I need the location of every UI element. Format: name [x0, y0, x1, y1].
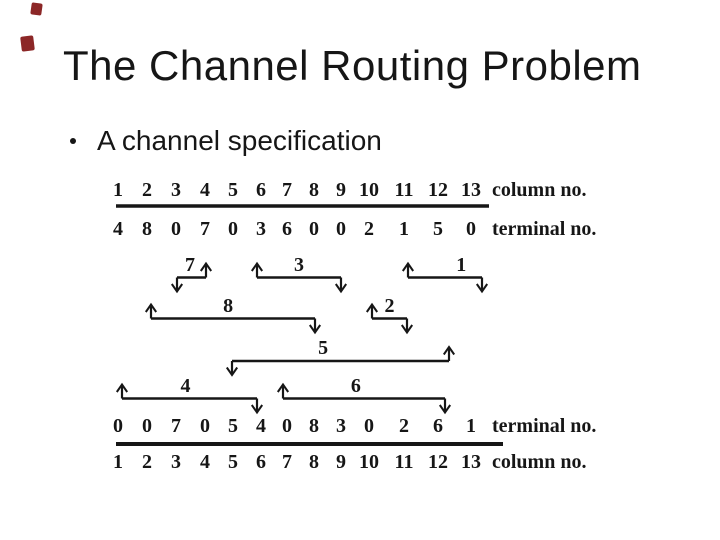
bullet-marker [70, 138, 76, 144]
column-number: 5 [228, 179, 238, 201]
column-number: 2 [142, 451, 152, 473]
column-number: 9 [336, 451, 346, 473]
column-number: 3 [171, 451, 181, 473]
terminal-number: 6 [433, 415, 443, 437]
column-row-label: column no. [492, 451, 587, 473]
terminal-number: 2 [364, 218, 374, 240]
up-arrow-head [442, 345, 456, 356]
net-label: 7 [185, 253, 196, 276]
column-number: 12 [428, 451, 448, 473]
net-label: 4 [180, 374, 191, 397]
net-label: 8 [223, 294, 234, 317]
column-number: 4 [200, 451, 210, 473]
column-number: 11 [394, 179, 414, 201]
terminal-row-label: terminal no. [492, 415, 597, 437]
up-arrow-head [115, 382, 129, 393]
terminal-number: 5 [433, 218, 443, 240]
terminal-number: 3 [256, 218, 266, 240]
down-arrow-head [400, 324, 414, 335]
down-arrow-head [438, 404, 452, 415]
terminal-number: 7 [200, 218, 210, 240]
terminal-number: 0 [282, 415, 292, 437]
column-row-label: column no. [492, 179, 587, 201]
up-arrow-head [144, 302, 158, 313]
column-number: 6 [256, 179, 266, 201]
terminal-number: 2 [399, 415, 409, 437]
column-number: 1 [113, 451, 123, 473]
terminal-number: 1 [466, 415, 476, 437]
terminal-number: 0 [364, 415, 374, 437]
terminal-number: 1 [399, 218, 409, 240]
up-arrow-head [250, 261, 264, 272]
terminal-number: 7 [171, 415, 181, 437]
up-arrow-head [276, 382, 290, 393]
column-number: 11 [394, 451, 414, 473]
terminal-number: 3 [336, 415, 346, 437]
terminal-number: 0 [171, 218, 181, 240]
terminal-number: 4 [256, 415, 266, 437]
column-number: 2 [142, 179, 152, 201]
column-number: 13 [461, 451, 481, 473]
column-number: 9 [336, 179, 346, 201]
column-number: 1 [113, 179, 123, 201]
up-arrow-head [401, 261, 415, 272]
terminal-number: 5 [228, 415, 238, 437]
net-label: 1 [456, 253, 467, 276]
up-arrow-head [365, 302, 379, 313]
terminal-number: 0 [228, 218, 238, 240]
terminal-number: 8 [309, 415, 319, 437]
up-arrow-head [199, 261, 213, 272]
column-number: 10 [359, 451, 379, 473]
net-label: 3 [294, 253, 304, 276]
bullet-item: A channel specification [70, 127, 382, 155]
terminal-number: 6 [282, 218, 292, 240]
column-number: 8 [309, 179, 319, 201]
down-arrow-head [170, 283, 184, 294]
column-number: 5 [228, 451, 238, 473]
column-number: 10 [359, 179, 379, 201]
terminal-number: 0 [309, 218, 319, 240]
bullet-text: A channel specification [97, 125, 382, 156]
net-label: 5 [318, 337, 329, 359]
terminal-number: 0 [466, 218, 476, 240]
column-number: 7 [282, 179, 292, 201]
down-arrow-head [308, 324, 322, 335]
terminal-number: 0 [113, 415, 123, 437]
net-label: 2 [384, 294, 395, 317]
column-number: 8 [309, 451, 319, 473]
column-number: 4 [200, 179, 210, 201]
terminal-number: 0 [142, 415, 152, 437]
column-number: 6 [256, 451, 266, 473]
down-arrow-head [334, 283, 348, 294]
down-arrow-head [475, 283, 489, 294]
slide-title: The Channel Routing Problem [63, 42, 642, 89]
net-label: 6 [350, 374, 361, 397]
terminal-number: 0 [200, 415, 210, 437]
terminal-number: 0 [336, 218, 346, 240]
down-arrow-head [250, 404, 264, 415]
down-arrow-head [225, 366, 239, 377]
terminal-number: 4 [113, 218, 123, 240]
column-number: 7 [282, 451, 292, 473]
terminal-number: 8 [142, 218, 152, 240]
column-number: 12 [428, 179, 448, 201]
terminal-row-label: terminal no. [492, 218, 597, 240]
column-number: 3 [171, 179, 181, 201]
column-number: 13 [461, 179, 481, 201]
